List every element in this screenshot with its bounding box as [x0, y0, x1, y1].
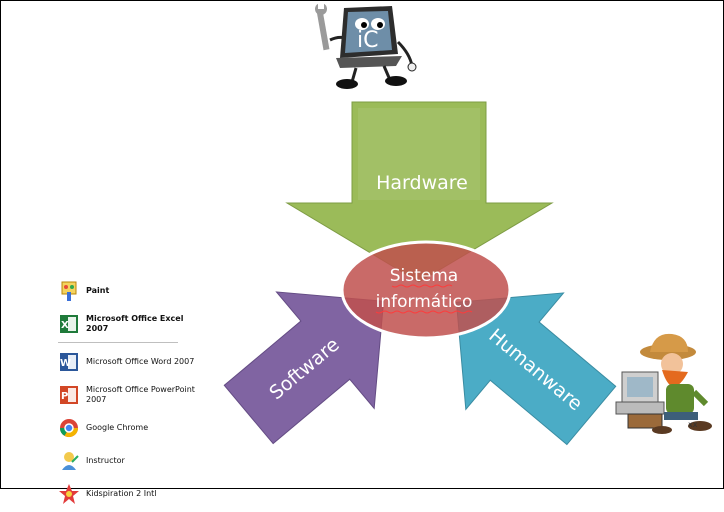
svg-text:xx: xx	[688, 420, 698, 429]
menu-item-word[interactable]: W Microsoft Office Word 2007	[58, 347, 208, 377]
menu-item-paint[interactable]: Paint	[58, 276, 208, 306]
program-list: Paint X Microsoft Office Excel 2007 W Mi…	[58, 276, 208, 512]
menu-item-label: Google Chrome	[86, 423, 149, 432]
center-node: Sistema informático	[340, 240, 512, 340]
powerpoint-icon: P	[60, 386, 78, 404]
instructor-icon	[62, 452, 79, 470]
system-diagram: iC Hardware Software Humanware Sistem	[223, 3, 712, 446]
software-arrow-shape	[223, 291, 385, 445]
hardware-arrow: Hardware	[285, 101, 554, 283]
menu-item-chrome[interactable]: Google Chrome	[58, 413, 208, 443]
menu-item-excel[interactable]: X Microsoft Office Excel 2007	[58, 309, 208, 339]
menu-item-instructor[interactable]: Instructor	[58, 446, 208, 476]
menu-item-label: Microsoft Office Excel 2007	[86, 314, 184, 333]
software-arrow: Software	[223, 291, 385, 445]
menu-separator	[58, 342, 178, 343]
menu-item-label: Kidspiration 2 Intl	[86, 489, 157, 498]
paint-icon	[61, 281, 77, 301]
center-label-line1: Sistema	[390, 266, 458, 286]
svg-text:W: W	[60, 358, 71, 369]
svg-text:iC: iC	[357, 28, 378, 53]
svg-text:X: X	[61, 320, 69, 331]
word-icon: W	[60, 353, 78, 371]
menu-item-powerpoint[interactable]: P Microsoft Office PowerPoint 2007	[58, 380, 208, 410]
kidspiration-icon	[59, 484, 79, 504]
menu-item-label: Microsoft Office PowerPoint 2007	[86, 385, 195, 404]
center-ellipse	[340, 240, 512, 340]
center-label-line2: informático	[376, 292, 473, 312]
svg-text:P: P	[61, 391, 68, 402]
menu-item-label: Microsoft Office Word 2007	[86, 357, 195, 366]
menu-item-label: Paint	[86, 286, 110, 295]
hardware-arrow-shape	[285, 101, 554, 283]
person-at-computer-icon: xx	[615, 333, 712, 434]
chrome-icon	[59, 419, 78, 438]
excel-icon: X	[60, 315, 78, 333]
hardware-label: Hardware	[376, 172, 468, 194]
menu-item-kidspiration[interactable]: Kidspiration 2 Intl	[58, 479, 208, 509]
computer-mascot-icon: iC	[315, 3, 417, 89]
menu-item-label: Instructor	[86, 456, 125, 465]
